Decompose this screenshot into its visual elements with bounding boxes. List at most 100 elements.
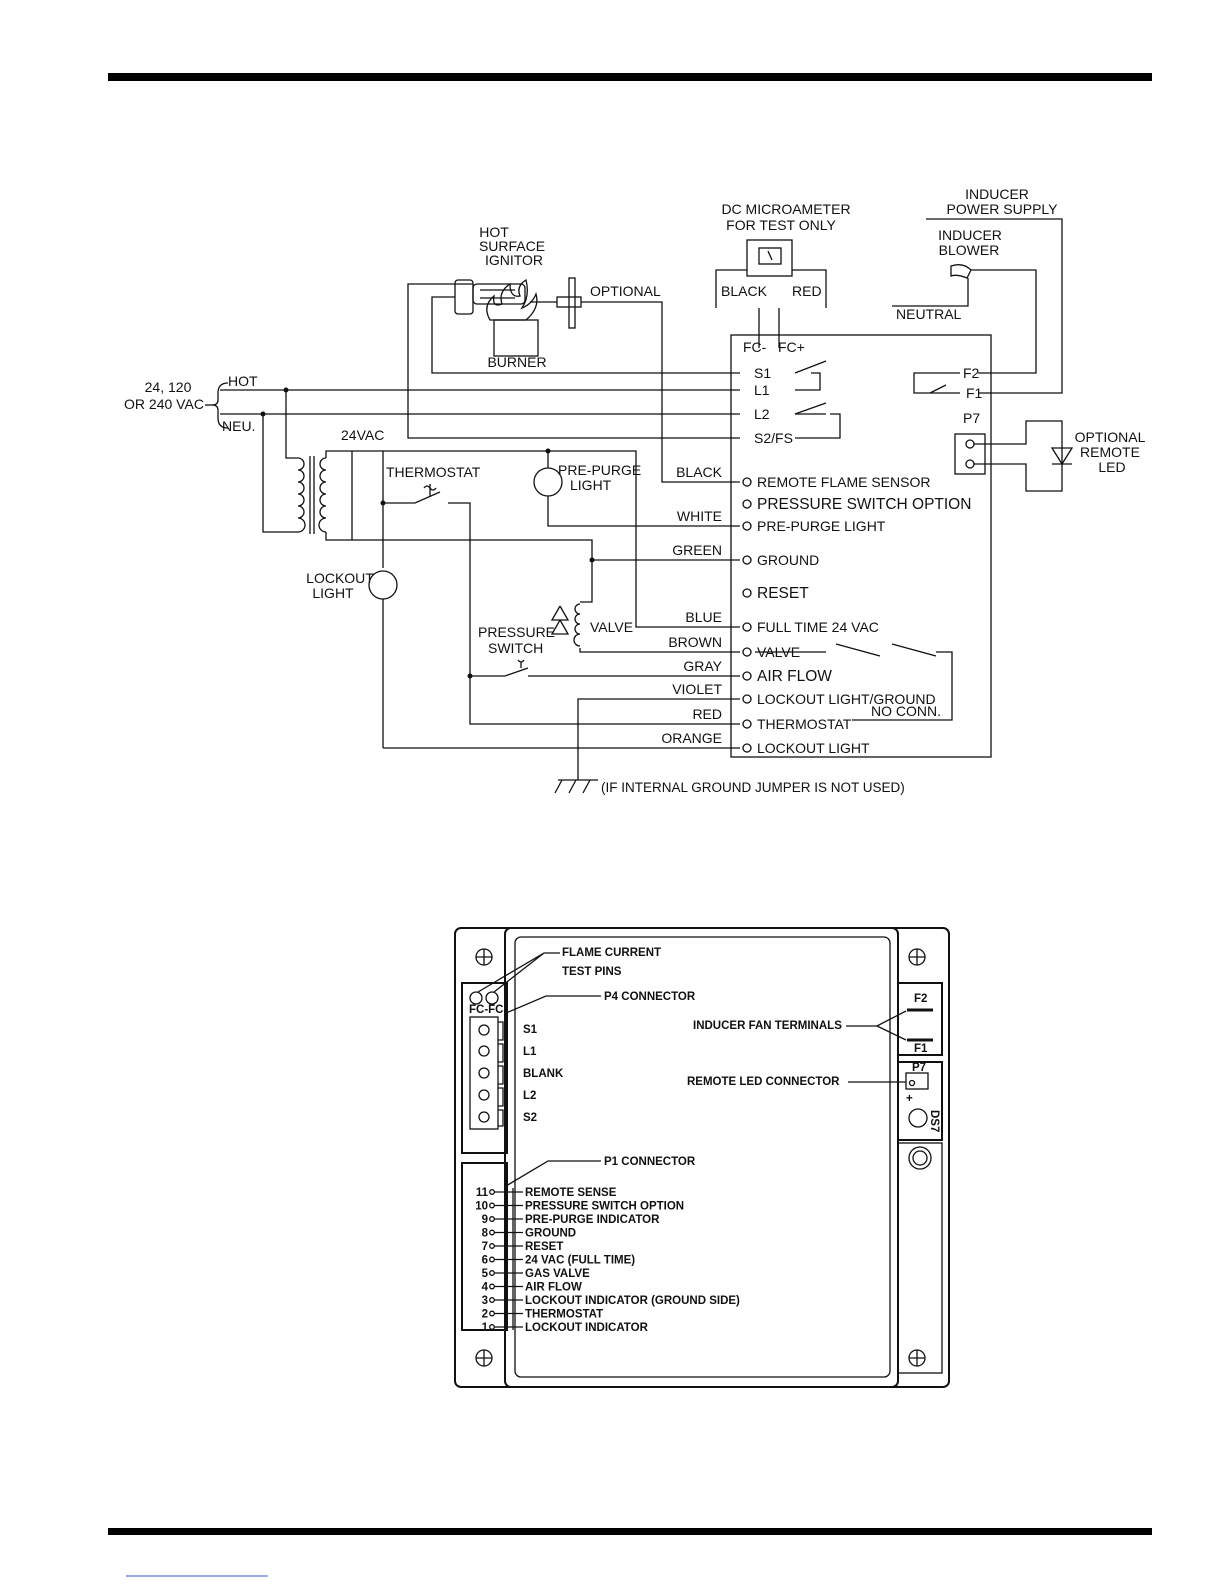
terminal-dot <box>742 588 752 598</box>
p1-connector-label: P1 CONNECTOR <box>604 1156 696 1168</box>
p1-pin-label: REMOTE SENSE <box>525 1187 617 1199</box>
p1-pin-dot <box>489 1283 495 1290</box>
microameter-dial <box>758 247 782 265</box>
ignitor-label: IGNITOR <box>485 252 543 268</box>
p1-pin-dot <box>489 1202 495 1209</box>
ignitor-body <box>454 279 474 315</box>
pressure-switch-actuator <box>517 659 525 668</box>
p1-pin-number: 8 <box>482 1228 489 1240</box>
optional-led-label: OPTIONAL <box>1075 429 1146 445</box>
p1-pin-number: 5 <box>482 1268 489 1280</box>
p1-pin-label: LOCKOUT INDICATOR (GROUND SIDE) <box>525 1295 740 1307</box>
p1-pin-number: 10 <box>475 1201 488 1213</box>
board-f2-label: F2 <box>914 993 927 1005</box>
inducer-blower-label-2: BLOWER <box>939 242 1000 258</box>
valve-label: VALVE <box>590 619 633 635</box>
burner-flame <box>486 278 538 321</box>
p4-pin-sockets <box>478 1021 504 1127</box>
inducer-supply-label-2: POWER SUPPLY <box>947 201 1059 217</box>
p1-pin-label: LOCKOUT INDICATOR <box>525 1322 649 1334</box>
ground-hatch-3 <box>582 779 591 794</box>
thermostat-switch <box>383 491 441 504</box>
fc-plus-label: FC+ <box>778 339 805 355</box>
p1-pin-number: 2 <box>482 1309 488 1321</box>
thermostat-wire <box>448 502 740 725</box>
p1-pin-dot <box>489 1324 495 1330</box>
terminal-p7: P7 <box>963 410 980 426</box>
led-wiring <box>974 420 1063 492</box>
wiring-diagram: 24, 120 OR 240 VAC HOT NEU. 24VAC THERMO… <box>124 186 1146 795</box>
s1-contact <box>794 360 827 374</box>
p1-pin-dot <box>489 1229 495 1236</box>
wire-color-label: RED <box>692 706 722 722</box>
terminal-label: PRESSURE SWITCH OPTION <box>757 496 971 513</box>
hot-surface-label: HOT <box>479 224 509 240</box>
microameter-leads <box>715 269 827 308</box>
transformer-primary-coil <box>297 457 306 533</box>
p4-pin-label: L1 <box>523 1046 537 1058</box>
terminal-dot <box>742 499 752 509</box>
microameter-needle <box>767 250 773 261</box>
terminal-f1: F1 <box>966 385 983 401</box>
supply-voltage-label-2: OR 240 VAC <box>124 396 204 412</box>
neutral-line-label: NEU. <box>222 418 255 434</box>
p1-pin-label: RESET <box>525 1241 563 1253</box>
microameter-black: BLACK <box>721 283 768 299</box>
s2-contact <box>795 413 841 439</box>
microameter-body <box>746 239 793 277</box>
p1-pin-label: PRE-PURGE INDICATOR <box>525 1214 660 1226</box>
terminal-s1: S1 <box>754 365 771 381</box>
board-inner-panel <box>514 936 891 1378</box>
p4-connector <box>469 1016 499 1130</box>
prepurge-label-2: LIGHT <box>570 477 612 493</box>
p1-pin-number: 1 <box>482 1322 489 1334</box>
remote-led-label: REMOTE LED CONNECTOR <box>687 1076 840 1088</box>
p1-leader <box>505 1160 601 1187</box>
board-p7-label: P7 <box>912 1062 926 1074</box>
valve-symbol <box>550 605 570 635</box>
test-pins-label: TEST PINS <box>562 966 622 978</box>
board-f1-label: F1 <box>914 1043 928 1055</box>
terminal-l1: L1 <box>754 382 770 398</box>
primary-lead-top <box>285 390 298 459</box>
neutral-lead <box>892 278 969 307</box>
24vac-label: 24VAC <box>341 427 384 443</box>
optional-led-label-3: LED <box>1098 459 1125 475</box>
reset-button-inner <box>912 1150 928 1166</box>
wire-color-label: WHITE <box>677 508 722 524</box>
terminal-f2: F2 <box>963 365 980 381</box>
p7-plus-label: + <box>906 1093 913 1105</box>
terminal-dot <box>742 694 752 704</box>
microameter-red: RED <box>792 283 822 299</box>
optional-sensor-label: OPTIONAL <box>590 283 661 299</box>
ignitor-filament <box>480 289 515 299</box>
ds7-label: DS7 <box>928 1110 940 1132</box>
terminal-dot <box>742 555 752 565</box>
lockout-light-label: LOCKOUT <box>306 570 374 586</box>
flame-sensor-flange <box>568 277 576 329</box>
optional-led-label-2: REMOTE <box>1080 444 1140 460</box>
terminal-label: LOCKOUT LIGHT/GROUND <box>757 691 936 707</box>
p4-connector-label: P4 CONNECTOR <box>604 991 696 1003</box>
ground-note: (IF INTERNAL GROUND JUMPER IS NOT USED) <box>601 780 905 795</box>
wire-color-label: VIOLET <box>672 681 722 697</box>
p1-pin-label: THERMOSTAT <box>525 1309 603 1321</box>
valve-wire <box>579 648 740 653</box>
fc-test-pin-2 <box>485 991 499 1005</box>
wire-color-label: GRAY <box>683 658 722 674</box>
terminal-s2fs: S2/FS <box>754 430 793 446</box>
inducer-fan-leader <box>846 1010 907 1041</box>
terminal-label: PRE-PURGE LIGHT <box>757 518 886 534</box>
p1-pin-dot <box>489 1216 495 1222</box>
terminal-label: RESET <box>757 585 809 602</box>
s2-ignitor-wire <box>407 283 740 439</box>
ground-wire <box>352 539 740 561</box>
inducer-supply-label: INDUCER <box>965 186 1029 202</box>
remote-flame-sensor-wire <box>581 301 740 483</box>
microameter-label: DC MICROAMETER <box>721 201 850 217</box>
wire-color-label: BROWN <box>668 634 722 650</box>
